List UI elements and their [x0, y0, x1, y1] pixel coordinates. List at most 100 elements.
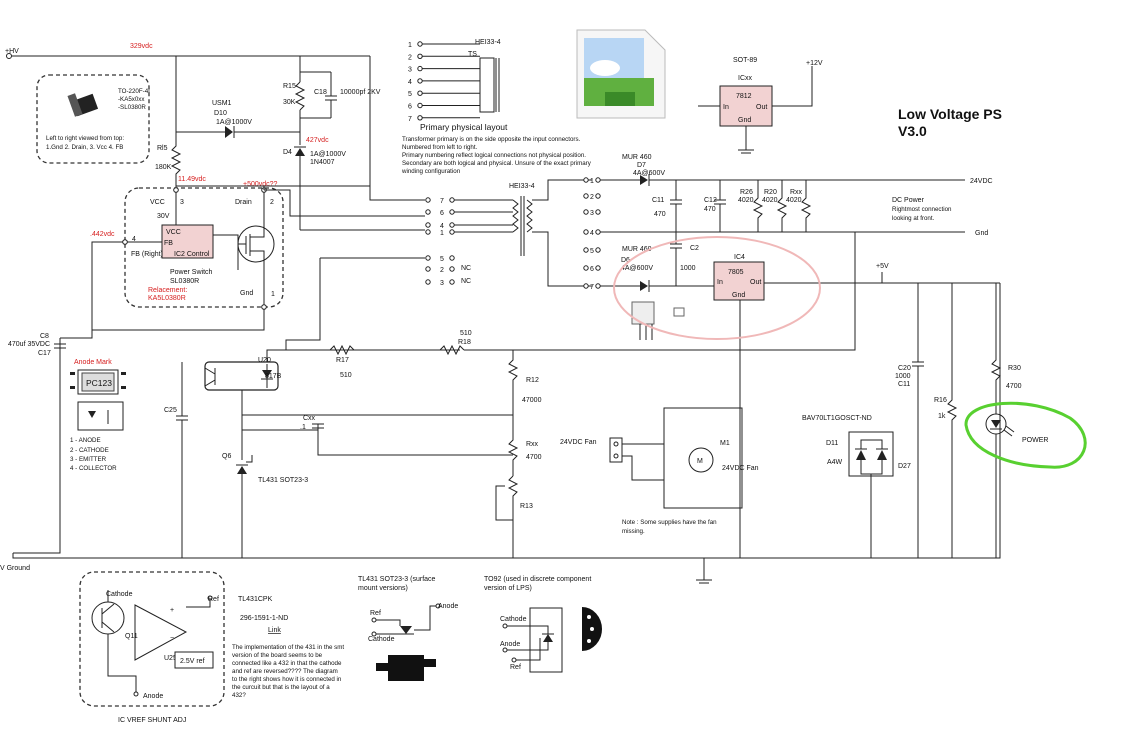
- svg-text:Gnd: Gnd: [732, 292, 745, 299]
- pin-terminal: [425, 197, 431, 203]
- svg-text:C8: C8: [40, 333, 49, 340]
- svg-text:Drain: Drain: [235, 199, 252, 206]
- svg-text:ICxx: ICxx: [738, 75, 753, 82]
- svg-text:Transformer primary is on the: Transformer primary is on the side oppos…: [402, 136, 581, 143]
- pin-terminal: [583, 283, 589, 289]
- pin-terminal: [595, 247, 601, 253]
- highlight-circle-green: [964, 401, 1087, 469]
- svg-text:Anode: Anode: [438, 603, 458, 610]
- svg-text:TL431CPK: TL431CPK: [238, 596, 273, 603]
- svg-text:Out: Out: [756, 104, 767, 111]
- svg-text:DC Power: DC Power: [892, 197, 925, 204]
- svg-text:version of LPS): version of LPS): [484, 585, 532, 592]
- ic2-power-switch: VCC FB IC2 Control Power Switch SL0380R …: [90, 181, 284, 310]
- svg-text:2: 2: [270, 199, 274, 206]
- svg-text:U25: U25: [164, 655, 177, 662]
- fan-section: 24VDC Fan M M1 24VDC Fan Note : Some sup…: [560, 407, 759, 535]
- svg-text:4A@600V: 4A@600V: [633, 170, 665, 177]
- svg-text:PC123: PC123: [86, 378, 112, 388]
- svg-text:C11: C11: [652, 197, 664, 204]
- svg-text:1000: 1000: [680, 265, 696, 272]
- pin-terminal: [449, 209, 455, 215]
- transformer-pin-label: 2: [408, 54, 412, 61]
- transformer-pin-label: 7: [408, 116, 412, 123]
- svg-text:4: 4: [132, 236, 136, 243]
- transformer-pin-label: 4: [408, 79, 412, 86]
- svg-text:.1: .1: [300, 424, 306, 431]
- svg-text:R15: R15: [283, 83, 296, 90]
- svg-text:Anode: Anode: [500, 641, 520, 648]
- pin-terminal: [583, 229, 589, 235]
- svg-text:Cathode: Cathode: [368, 636, 395, 643]
- svg-text:IC4: IC4: [734, 254, 745, 261]
- svg-text:mount versions): mount versions): [358, 585, 408, 592]
- pin-terminal: [449, 266, 455, 272]
- svg-text:1 - ANODE: 1 - ANODE: [70, 437, 101, 444]
- svg-text:1k: 1k: [938, 413, 946, 420]
- svg-text:C20: C20: [898, 365, 911, 372]
- svg-text:2.5V ref: 2.5V ref: [180, 658, 205, 665]
- c18-capacitor: C18 10000pf 2KV: [300, 71, 381, 119]
- svg-text:3 - EMITTER: 3 - EMITTER: [70, 456, 107, 463]
- svg-text:SL0380R: SL0380R: [170, 278, 199, 285]
- diagram-version: V3.0: [898, 123, 927, 139]
- svg-text:C25: C25: [164, 407, 177, 414]
- transformer-pin-label: 2: [590, 194, 594, 201]
- svg-text:Link[interactable]: Link: [268, 627, 281, 634]
- pin-terminal: [449, 255, 455, 261]
- svg-text:Rightmost connection: Rightmost connection: [892, 206, 952, 213]
- transformer-pin-label: 6: [408, 104, 412, 111]
- secondary-rails: 24VDC Gnd DC Power Rightmost connection …: [532, 154, 993, 292]
- transformer-pin-label: 6: [590, 266, 594, 273]
- svg-text:IC2 Control: IC2 Control: [174, 251, 210, 258]
- c25-capacitor: C25: [164, 362, 188, 558]
- pin-terminal: [425, 255, 431, 261]
- hv-voltage: 329vdc: [130, 43, 153, 50]
- svg-text:VCC: VCC: [150, 199, 165, 206]
- regulator-7812: SOT-89 ICxx 7812 In Out Gnd +12V: [698, 57, 823, 154]
- svg-text:looking at front.: looking at front.: [892, 215, 935, 222]
- pc123-pinout: Anode Mark PC123 1 - ANODE 2 - CATHODE 3…: [70, 359, 126, 472]
- svg-text:24VDC Fan: 24VDC Fan: [560, 439, 597, 446]
- u20-optocoupler: U20 817B: [204, 349, 320, 460]
- svg-text:1A@1000V: 1A@1000V: [310, 151, 346, 158]
- pin-terminal: [449, 197, 455, 203]
- svg-text:R12: R12: [526, 377, 539, 384]
- svg-text:4020: 4020: [738, 197, 754, 204]
- svg-text:4700: 4700: [526, 454, 542, 461]
- vref-shunt-diagram: Cathode + − Q11 U25 2.5V ref Ref Anode I…: [79, 571, 225, 724]
- svg-text:Cathode: Cathode: [500, 616, 527, 623]
- tl431-link[interactable]: Link: [268, 627, 281, 634]
- pin-terminal: [417, 78, 423, 84]
- svg-text:FB (Right): FB (Right): [131, 251, 163, 258]
- svg-text:version of the board seems to: version of the board seems to be: [232, 652, 323, 659]
- tl431-smt-symbol: TL431 SOT23-3 (surface mount versions) R…: [358, 576, 458, 681]
- svg-text:winding configuration: winding configuration: [401, 168, 461, 175]
- svg-text:D7: D7: [637, 162, 646, 169]
- svg-text:HEI33-4: HEI33-4: [475, 39, 501, 46]
- pin-terminal: [583, 177, 589, 183]
- svg-text:SOT-89: SOT-89: [733, 57, 757, 64]
- svg-text:Q11: Q11: [125, 633, 138, 640]
- svg-text:C12: C12: [704, 197, 717, 204]
- svg-text:Anode: Anode: [143, 693, 163, 700]
- to92-symbol: TO92 (used in discrete component version…: [484, 576, 602, 673]
- svg-text:Gnd: Gnd: [240, 290, 253, 297]
- svg-text:-KA5x0xx: -KA5x0xx: [118, 96, 145, 103]
- svg-text:Relacement:: Relacement:: [148, 287, 187, 294]
- feedback-network: R17 510 510 R18 R12 47000 Rxx 4700 R13: [242, 232, 856, 558]
- transformer-pin-label: 3: [590, 210, 594, 217]
- transformer-pin-label: 2: [440, 267, 444, 274]
- svg-text:C18: C18: [314, 89, 327, 96]
- svg-text:TO92 (used in discrete compone: TO92 (used in discrete component: [484, 576, 591, 583]
- svg-text:Ref: Ref: [510, 664, 521, 671]
- svg-text:4 - COLLECTOR: 4 - COLLECTOR: [70, 465, 117, 472]
- svg-text:10000pf 2KV: 10000pf 2KV: [340, 89, 381, 96]
- svg-text:TS: TS: [468, 51, 477, 58]
- pin-terminal: [595, 229, 601, 235]
- transformer-pin-label: 3: [440, 280, 444, 287]
- svg-text:D11: D11: [826, 440, 838, 447]
- svg-text:510: 510: [460, 330, 472, 337]
- svg-text:NC: NC: [461, 265, 471, 272]
